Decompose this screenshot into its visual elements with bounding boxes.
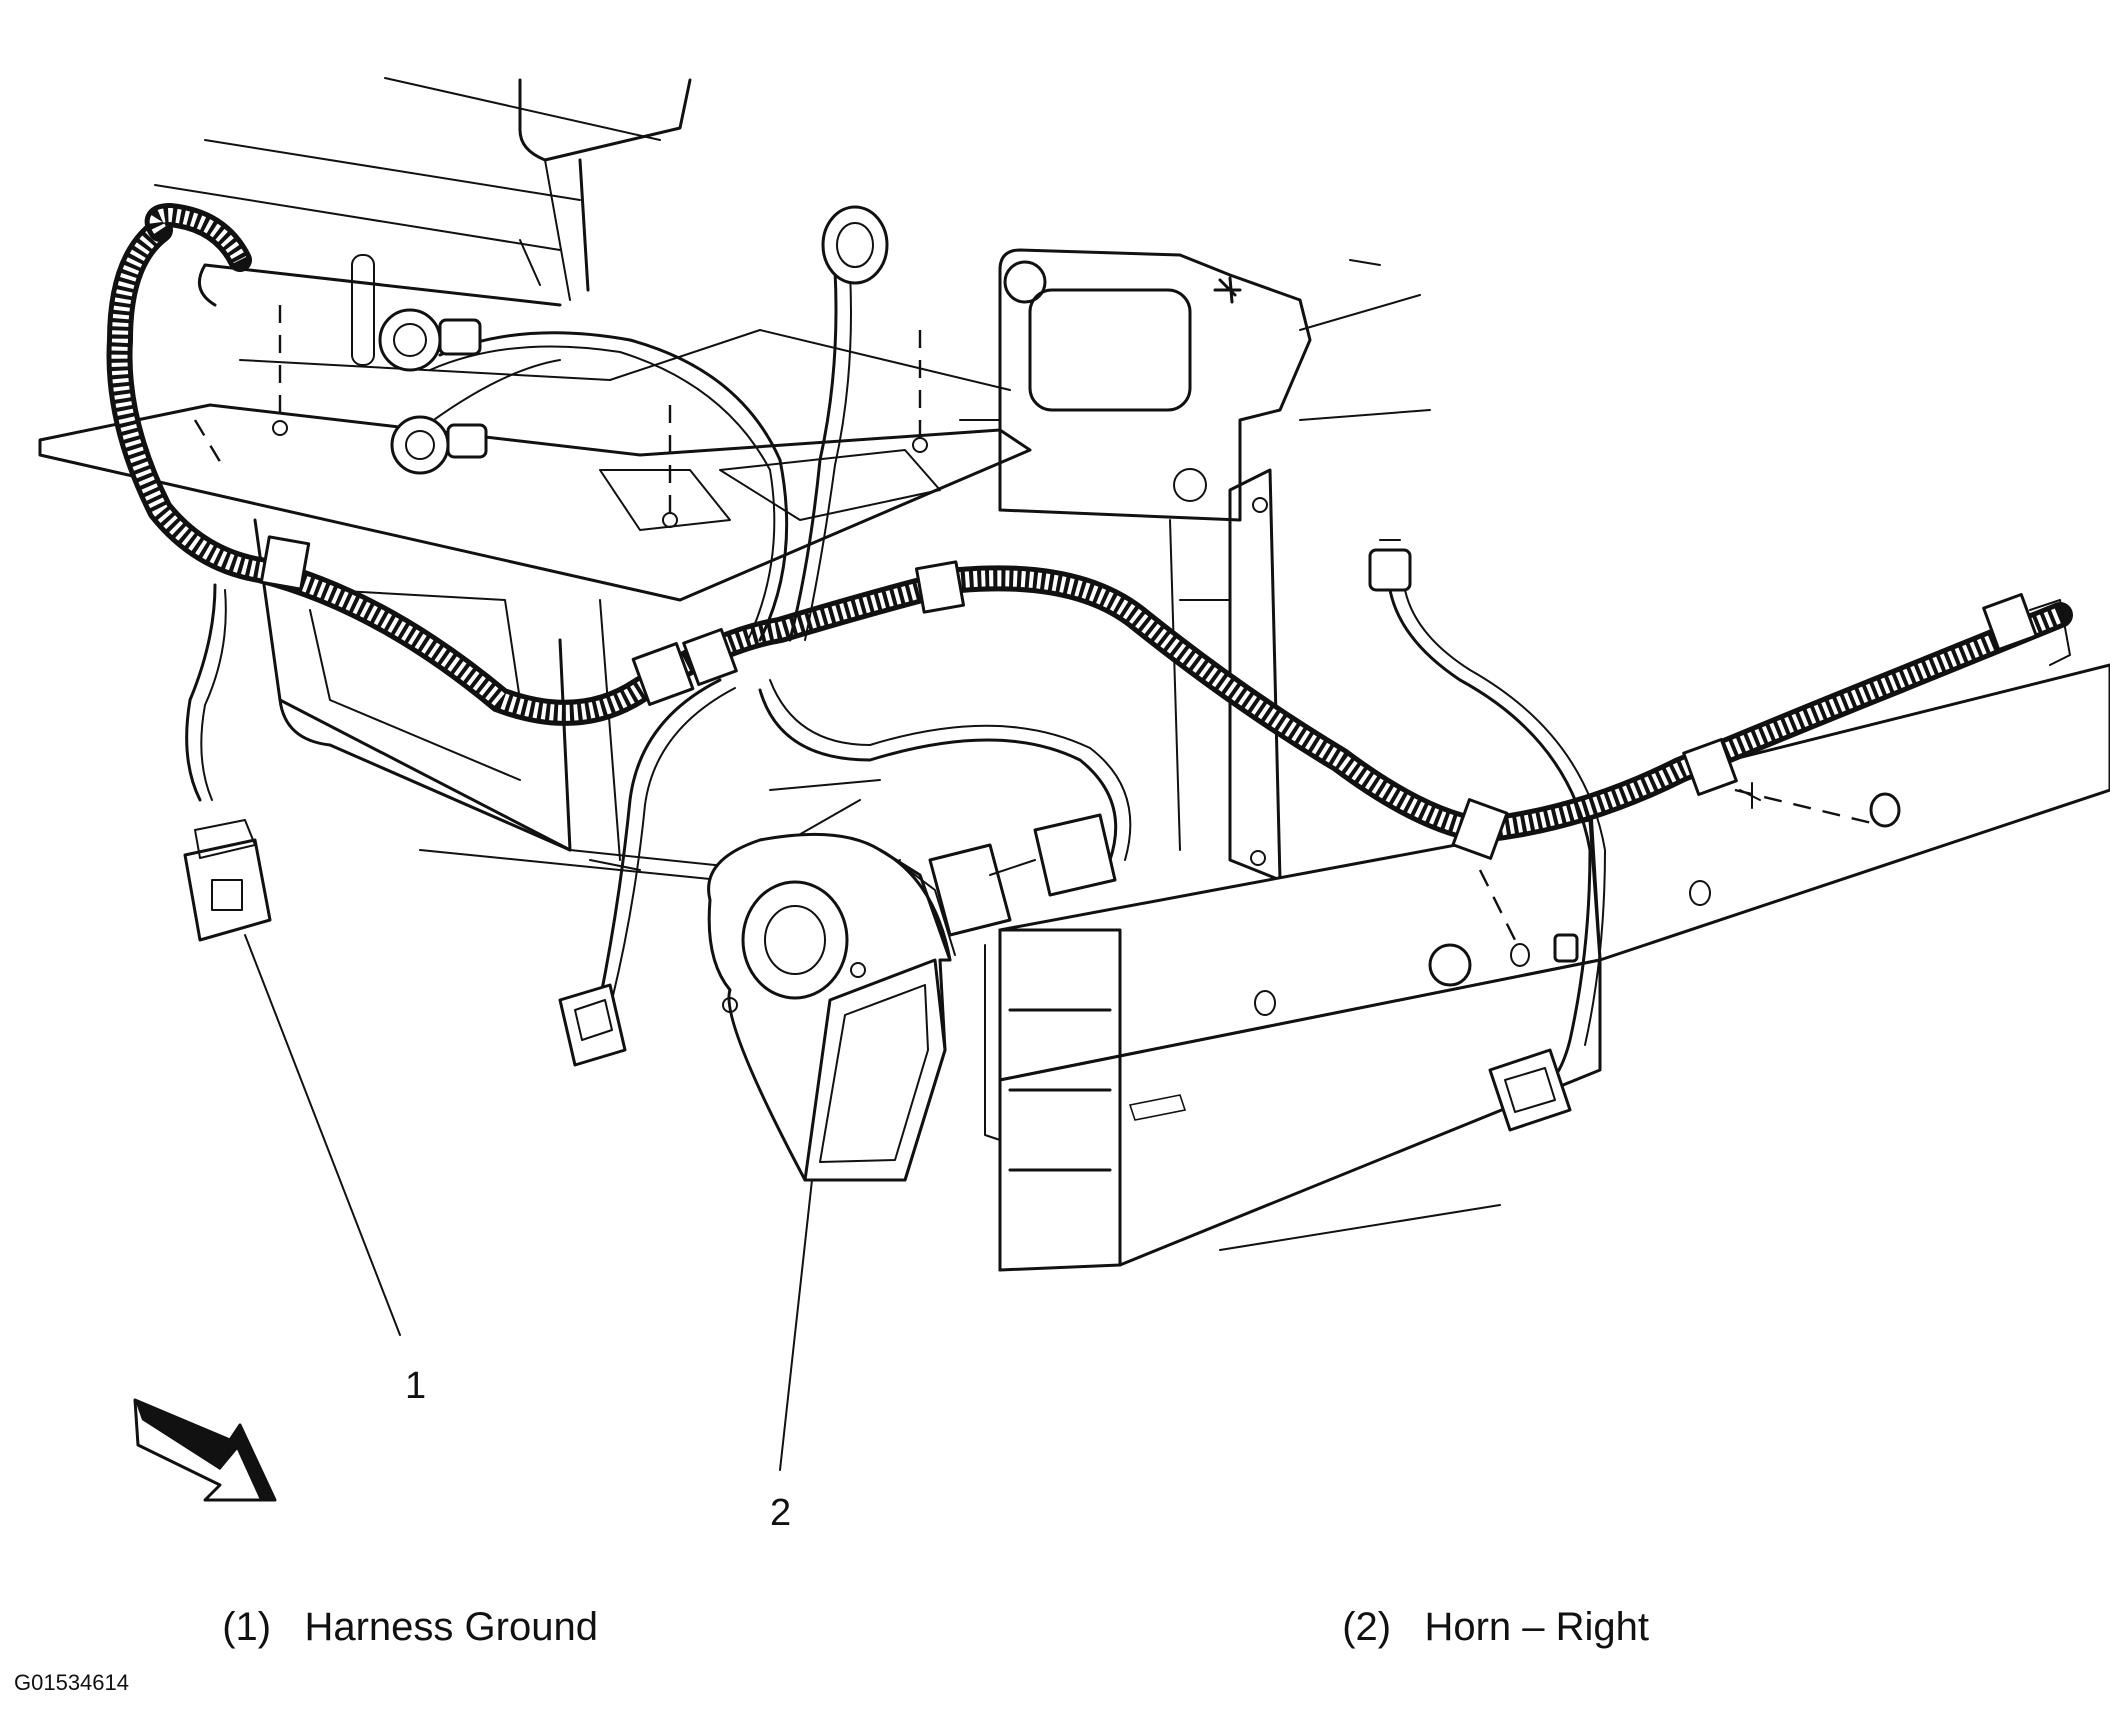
legend-text-2: Horn – Right <box>1424 1605 1650 1649</box>
branch-wires <box>185 268 1606 1092</box>
lower-crossmember <box>984 663 2110 1272</box>
legend-item-1: (1) Harness Ground <box>200 1560 598 1650</box>
harness-icon <box>106 202 2073 844</box>
legend-text-1: Harness Ground <box>304 1605 598 1649</box>
legend-key-1: (1) <box>222 1605 272 1649</box>
radiator-support-structure <box>38 77 1032 881</box>
figure-code: G01534614 <box>14 1670 129 1695</box>
callout-leaders <box>244 934 813 1471</box>
callout-number-1: 1 <box>405 1365 426 1407</box>
horn-icon <box>707 832 956 1182</box>
direction-arrow-icon <box>133 1398 277 1502</box>
connector-icon <box>183 205 1761 1132</box>
legend-item-2: (2) Horn – Right <box>1320 1560 1649 1650</box>
mounting-guide-lines <box>193 305 928 528</box>
harness-clips <box>259 535 2071 860</box>
legend-key-2: (2) <box>1342 1605 1392 1649</box>
callout-number-2: 2 <box>770 1492 791 1534</box>
